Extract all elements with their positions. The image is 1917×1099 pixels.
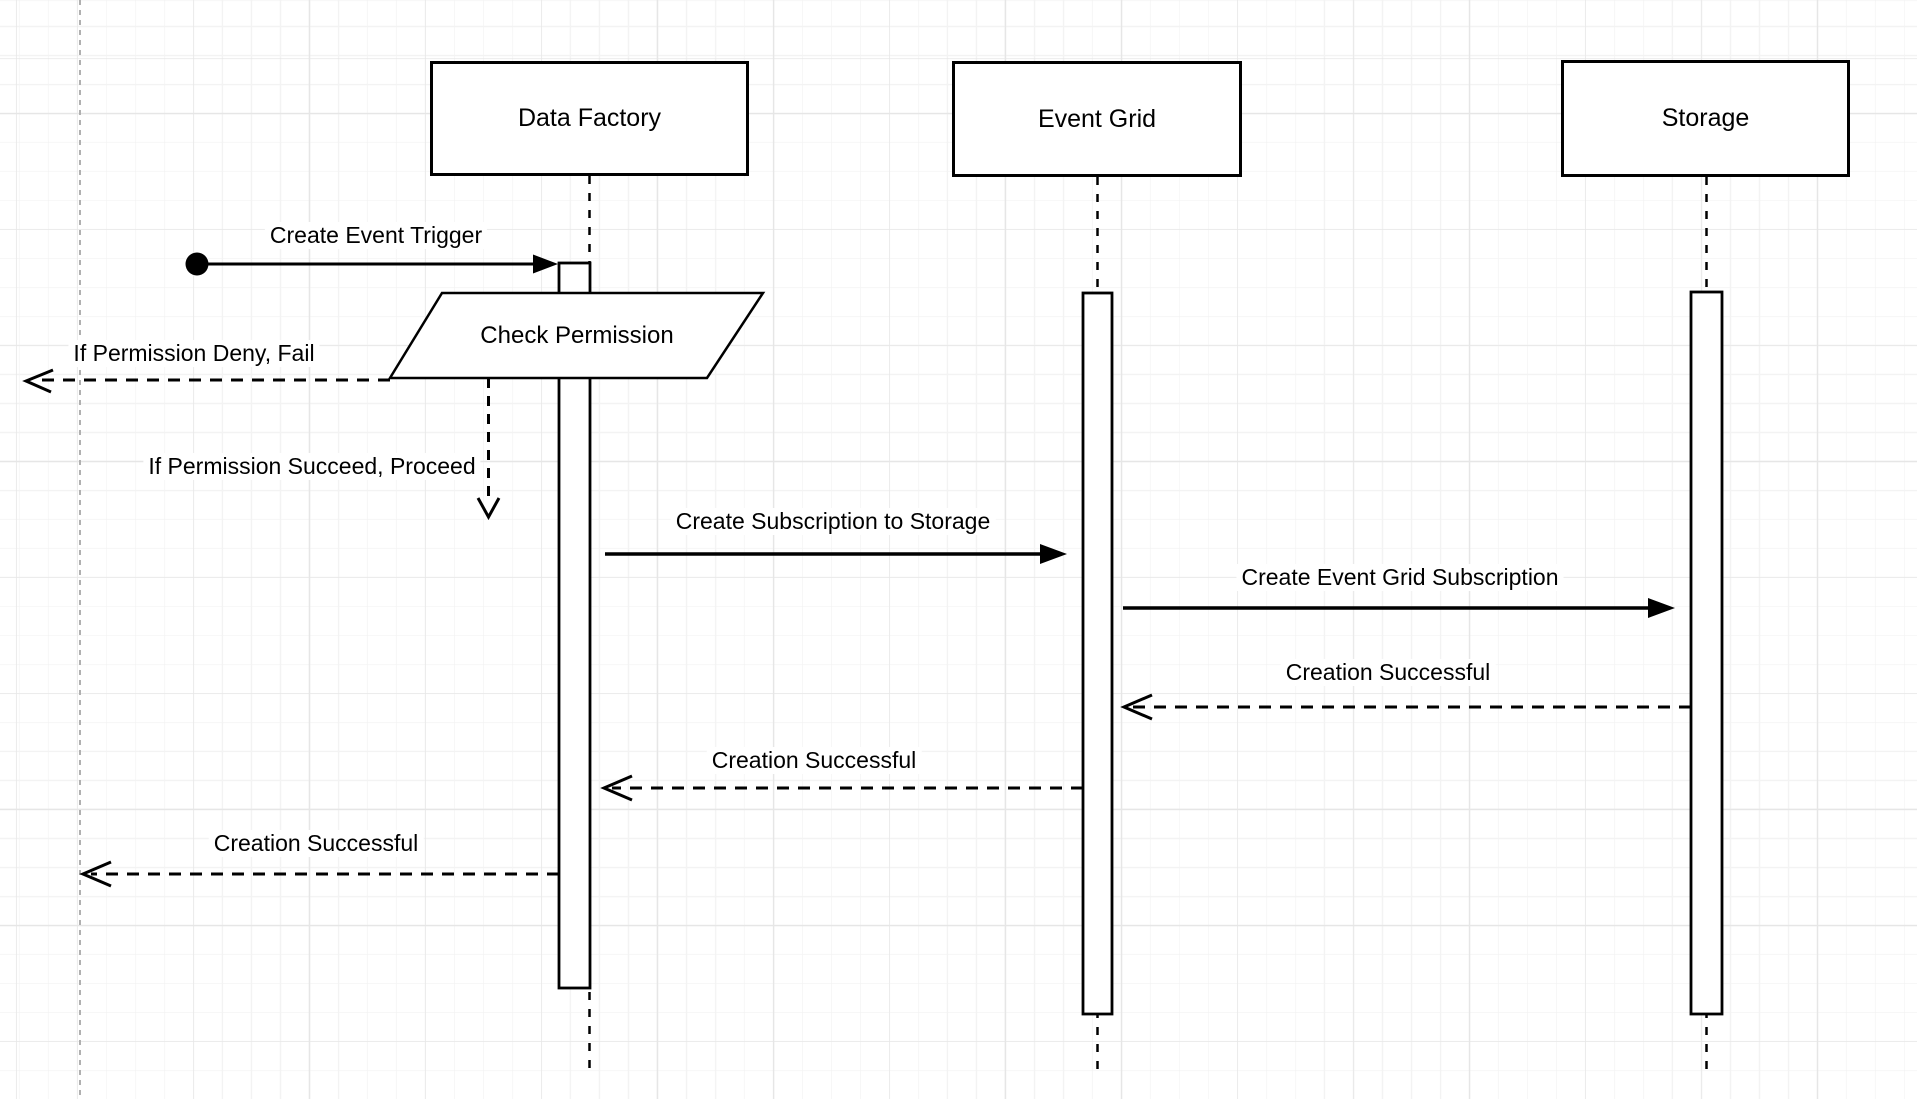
label-creation-successful-storage[interactable]: Creation Successful bbox=[1280, 659, 1496, 686]
message-create-event-trigger-arrow[interactable] bbox=[185, 252, 559, 276]
actor-label-storage: Storage bbox=[1661, 104, 1750, 132]
message-creation-successful-eventgrid-arrow[interactable] bbox=[600, 774, 1083, 802]
actor-box-data-factory[interactable]: Data Factory bbox=[430, 61, 749, 176]
actor-label-data-factory: Data Factory bbox=[517, 104, 662, 132]
message-creation-successful-storage-arrow[interactable] bbox=[1120, 693, 1691, 721]
label-permission-succeed[interactable]: If Permission Succeed, Proceed bbox=[143, 453, 481, 480]
label-create-event-grid-subscription[interactable]: Create Event Grid Subscription bbox=[1236, 564, 1564, 591]
label-create-event-trigger[interactable]: Create Event Trigger bbox=[264, 222, 488, 249]
open-arrowhead-icon bbox=[1120, 693, 1153, 721]
label-create-subscription-to-storage[interactable]: Create Subscription to Storage bbox=[670, 508, 996, 535]
open-arrowhead-down-icon bbox=[476, 497, 501, 521]
actor-label-event-grid: Event Grid bbox=[1037, 104, 1157, 133]
solid-arrowhead-icon bbox=[1040, 544, 1067, 564]
message-permission-succeed-arrow[interactable] bbox=[476, 378, 501, 521]
message-create-eg-subscription-arrow[interactable] bbox=[1123, 598, 1675, 618]
solid-arrowhead-icon bbox=[1648, 598, 1675, 618]
open-arrowhead-icon bbox=[79, 860, 112, 888]
activation-bar-event-grid[interactable] bbox=[1081, 291, 1114, 1016]
message-create-subscription-arrow[interactable] bbox=[605, 544, 1067, 564]
open-arrowhead-icon bbox=[600, 774, 633, 802]
actor-box-event-grid[interactable]: Event Grid bbox=[952, 61, 1242, 177]
activation-bar-data-factory[interactable] bbox=[557, 261, 592, 990]
start-point-circle[interactable] bbox=[185, 252, 209, 276]
activation-bar-storage[interactable] bbox=[1689, 290, 1724, 1016]
label-creation-successful-eventgrid[interactable]: Creation Successful bbox=[706, 747, 922, 774]
solid-arrowhead-icon bbox=[533, 254, 558, 274]
message-creation-successful-datafactory-arrow[interactable] bbox=[79, 860, 559, 888]
open-arrowhead-icon bbox=[22, 368, 54, 394]
label-creation-successful-datafactory[interactable]: Creation Successful bbox=[208, 830, 424, 857]
message-permission-deny-arrow[interactable] bbox=[22, 368, 390, 394]
label-permission-deny[interactable]: If Permission Deny, Fail bbox=[68, 340, 320, 367]
actor-box-storage[interactable]: Storage bbox=[1561, 60, 1850, 177]
check-permission-parallelogram[interactable] bbox=[387, 291, 766, 380]
label-check-permission[interactable]: Check Permission bbox=[480, 322, 674, 349]
